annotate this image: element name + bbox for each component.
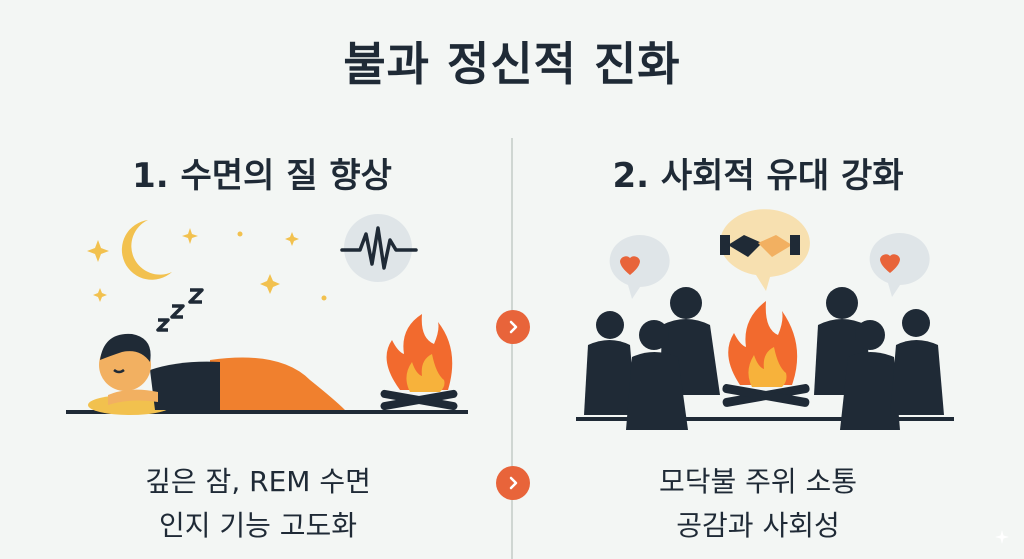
- chevron-right-icon: [509, 476, 518, 490]
- campfire-icon: [722, 301, 810, 407]
- sleep-zzz-icon: [156, 288, 204, 332]
- sleeping-by-fire-illustration: [66, 214, 468, 415]
- sleep-caption-line1: 깊은 잠, REM 수면: [145, 465, 371, 498]
- center-divider: [511, 138, 513, 559]
- star-icon: [87, 228, 327, 302]
- brainwave-icon: [340, 214, 418, 282]
- heart-speech-bubble-icon: [609, 235, 670, 299]
- chevron-right-icon: [509, 320, 518, 334]
- next-arrow-button-top[interactable]: [496, 310, 530, 344]
- moon-icon: [121, 220, 172, 280]
- blanket: [210, 357, 345, 410]
- ground-line: [576, 417, 954, 421]
- campfire-icon: [380, 314, 458, 411]
- people-silhouettes: [584, 287, 944, 430]
- sleep-caption: 깊은 잠, REM 수면 인지 기능 고도화: [48, 460, 468, 548]
- ground-line: [66, 410, 468, 414]
- sleep-section-heading: 1. 수면의 질 향상: [132, 156, 392, 196]
- social-caption: 모닥불 주위 소통 공감과 사회성: [548, 460, 968, 548]
- next-arrow-button-bottom[interactable]: [496, 466, 530, 500]
- campfire-gathering-illustration: [576, 209, 954, 430]
- sleeper-body: [150, 361, 220, 410]
- sparkle-icon: [995, 530, 1009, 544]
- heart-speech-bubble-icon: [869, 233, 930, 297]
- social-section-heading: 2. 사회적 유대 강화: [612, 156, 904, 196]
- page-title: 불과 정신적 진화: [343, 37, 681, 91]
- social-caption-line2: 공감과 사회성: [676, 509, 840, 542]
- social-caption-line1: 모닥불 주위 소통: [658, 465, 858, 498]
- sleep-caption-line2: 인지 기능 고도화: [158, 509, 358, 542]
- handshake-speech-bubble-icon: [719, 209, 810, 291]
